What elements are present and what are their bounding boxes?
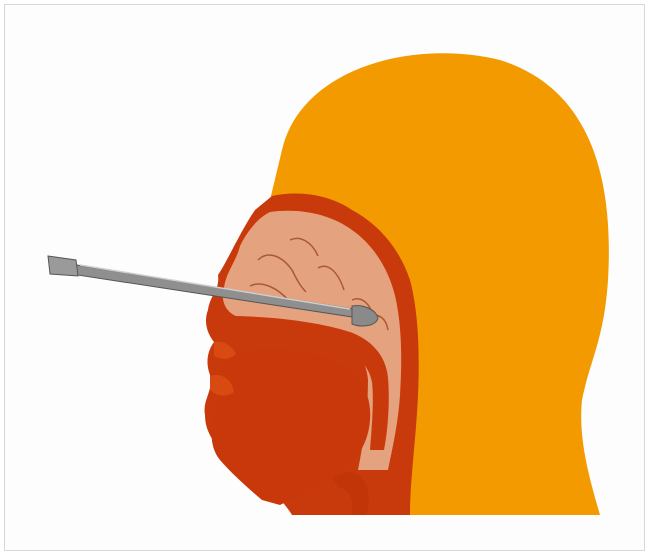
swab-handle-end: [48, 256, 78, 276]
